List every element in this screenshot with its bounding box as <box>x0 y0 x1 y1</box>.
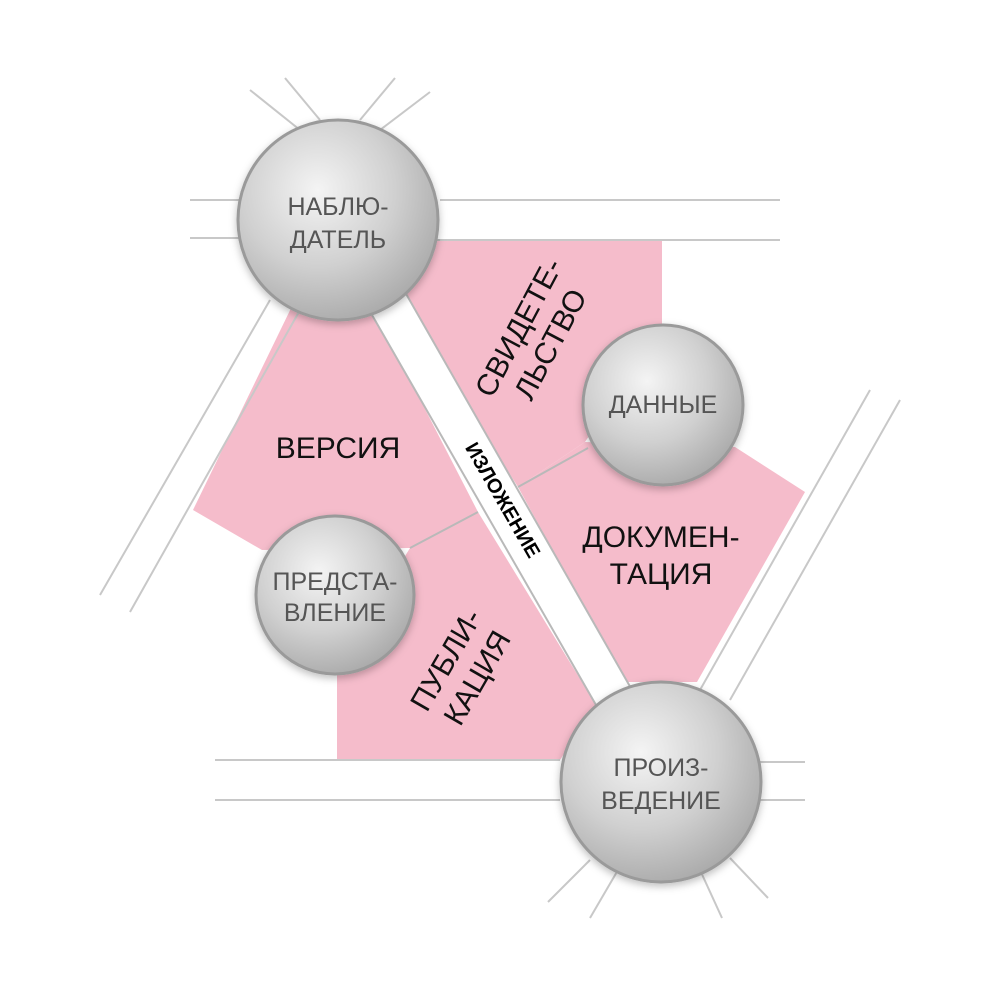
node-work-line-2: ВЕДЕНИЕ <box>601 787 721 815</box>
label-version: ВЕРСИЯ <box>276 432 401 465</box>
region-documentation <box>518 442 805 682</box>
ray-observer-3 <box>359 77 396 121</box>
node-representation-line-1: ПРЕДСТА- <box>273 568 398 596</box>
ray-observer-1 <box>249 89 301 131</box>
label-documentation-line-1: ДОКУМЕН- <box>582 521 739 554</box>
node-data: ДАННЫЕ <box>581 323 745 487</box>
node-representation: ПРЕДСТА- ВЛЕНИЕ <box>254 514 416 676</box>
corridor-right-outer <box>729 399 901 701</box>
divider-evidence-documentation <box>517 447 589 488</box>
corridor-left-inner <box>129 309 301 613</box>
node-data-line-1: ДАННЫЕ <box>609 391 718 419</box>
corridor-left-outer <box>99 299 271 596</box>
node-work: ПРОИЗ- ВЕДЕНИЕ <box>559 680 763 884</box>
node-work-line-1: ПРОИЗ- <box>614 754 709 782</box>
ray-work-2 <box>589 869 619 919</box>
ray-work-4 <box>729 857 769 899</box>
exposition-band-edge-left <box>367 307 597 706</box>
ray-work-3 <box>699 869 723 919</box>
exposition-band-edge-right <box>404 291 633 691</box>
exposition-band-fill <box>368 292 632 705</box>
divider-version-publication <box>409 511 479 549</box>
node-representation-line-2: ВЛЕНИЕ <box>284 599 386 627</box>
node-observer-line-2: ДАТЕЛЬ <box>290 226 386 254</box>
ray-observer-2 <box>284 77 321 121</box>
node-observer: НАБЛЮ- ДАТЕЛЬ <box>236 118 440 322</box>
ray-observer-4 <box>379 91 431 131</box>
region-version <box>193 300 478 550</box>
label-documentation-line-2: ТАЦИЯ <box>610 558 713 591</box>
corridor-right-inner <box>699 389 871 691</box>
exposition-band: ИЗЛОЖЕНИЕ <box>367 291 633 706</box>
nodes-layer: НАБЛЮ- ДАТЕЛЬ ДАННЫЕ ПРЕДСТА- ВЛЕНИЕ ПРО… <box>236 118 763 884</box>
node-rays <box>190 77 805 919</box>
node-observer-line-1: НАБЛЮ- <box>287 193 388 221</box>
corridor-lines <box>99 199 901 801</box>
ray-work-1 <box>547 859 591 903</box>
